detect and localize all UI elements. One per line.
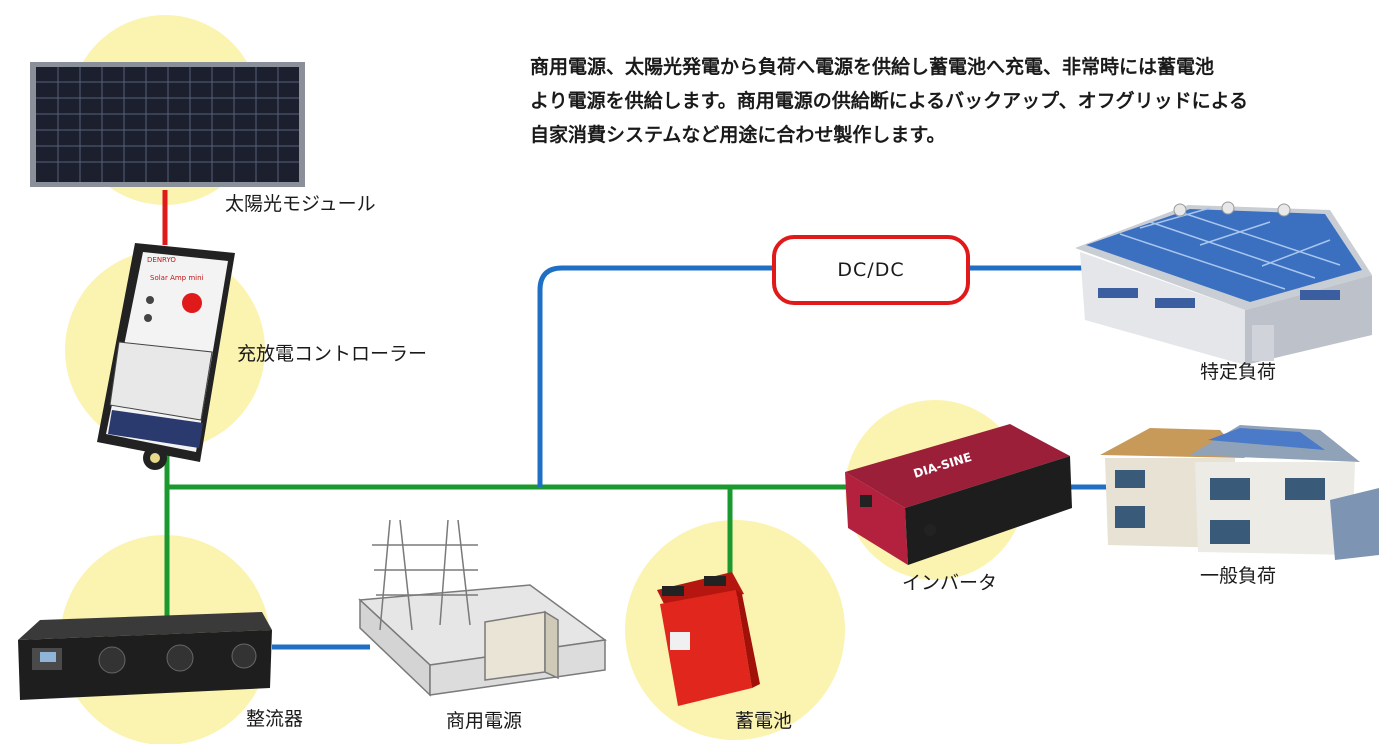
- charge-controller-image: DENRYO Solar Amp mini: [97, 243, 235, 470]
- commercial-power-label: 商用電源: [446, 710, 523, 732]
- controller-brand-text: DENRYO: [147, 256, 176, 264]
- house-building-image: [1100, 425, 1379, 560]
- solar-cell-grid: [36, 67, 299, 182]
- inverter-label: インバータ: [902, 572, 998, 594]
- substation-image: [358, 519, 607, 697]
- rectifier-image: [18, 612, 272, 700]
- description-line: より電源を供給します。商用電源の供給断によるバックアップ、オフグリッドによる: [530, 90, 1249, 112]
- charge-controller-label: 充放電コントローラー: [237, 343, 428, 365]
- dcdc-converter-box: DC/DC: [772, 235, 970, 305]
- specific-load-label: 特定負荷: [1200, 361, 1277, 383]
- dcdc-branch-line: [537, 265, 772, 487]
- battery-image: [657, 572, 760, 706]
- rectifier-label: 整流器: [246, 708, 304, 730]
- description-line: 自家消費システムなど用途に合わせ製作します。: [530, 124, 946, 146]
- description-line: 商用電源、太陽光発電から負荷へ電源を供給し蓄電池へ充電、非常時には蓄電池: [530, 56, 1215, 78]
- wiring: [162, 190, 1115, 650]
- description-text: 商用電源、太陽光発電から負荷へ電源を供給し蓄電池へ充電、非常時には蓄電池 より電…: [530, 50, 1379, 152]
- solar-module-label: 太陽光モジュール: [225, 193, 376, 215]
- controller-model-text: Solar Amp mini: [150, 274, 204, 282]
- dcdc-label: DC/DC: [837, 259, 905, 281]
- inverter-image: DIA-SINE: [845, 424, 1072, 565]
- controller-select-button: [182, 293, 202, 313]
- solar-module-image: [30, 62, 305, 187]
- general-load-label: 一般負荷: [1200, 565, 1277, 587]
- battery-label: 蓄電池: [735, 710, 793, 732]
- factory-building-image: [1075, 201, 1372, 365]
